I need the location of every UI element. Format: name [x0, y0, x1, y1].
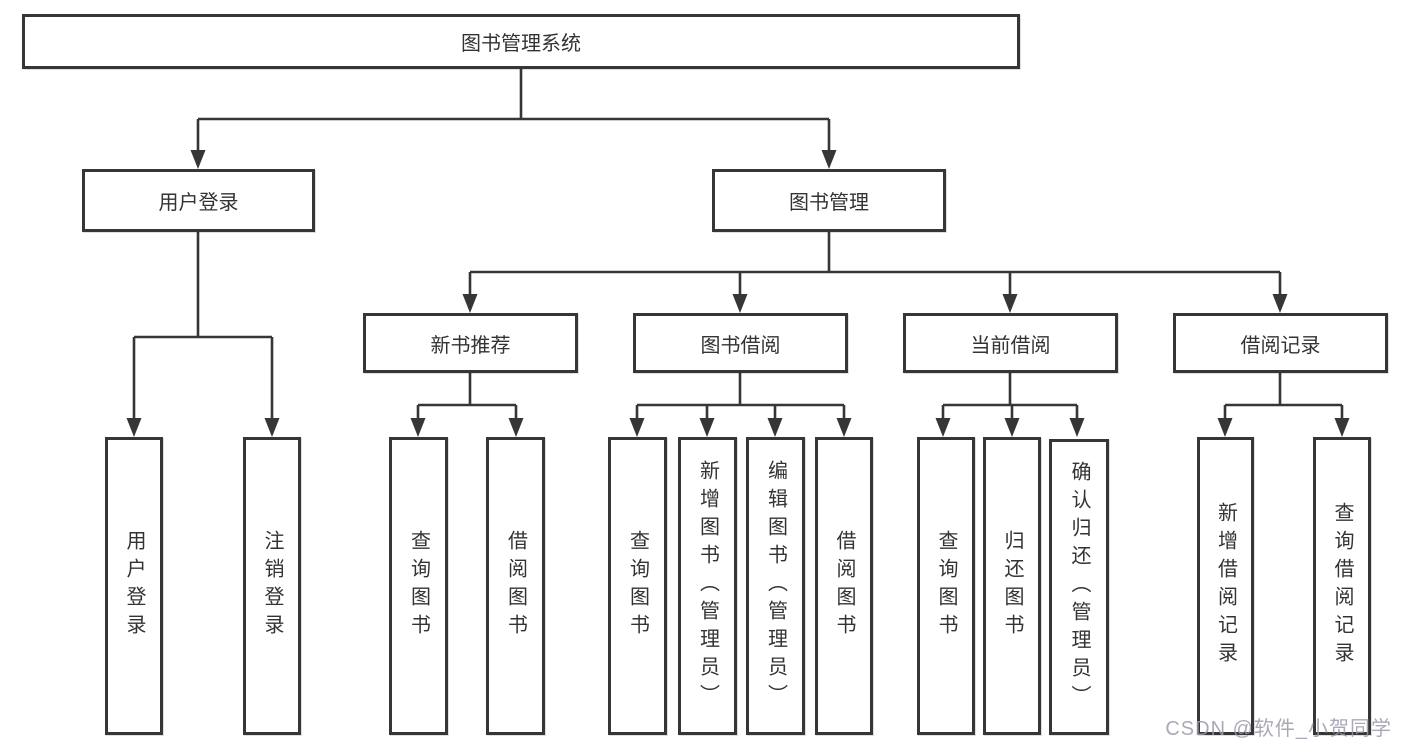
arrow-down-icon [190, 150, 206, 169]
arrow-down-icon [508, 418, 524, 437]
leaf-label: 归还图书 [1001, 530, 1023, 642]
leaf-edit-books-admin: 编辑图书（管理员） [746, 437, 805, 735]
node-borrowing-records: 借阅记录 [1173, 313, 1388, 373]
node-root-title: 图书管理系统 [22, 14, 1020, 69]
leaf-label: 注销登录 [261, 530, 283, 642]
node-user-login: 用户登录 [82, 169, 315, 232]
connector-user-login [132, 232, 274, 421]
arrow-down-icon [1004, 418, 1020, 437]
arrow-down-icon [699, 418, 715, 437]
leaf-borrow-books-recommend: 借阅图书 [486, 437, 545, 735]
arrow-down-icon [836, 418, 852, 437]
arrow-down-icon [264, 418, 280, 437]
arrow-down-icon [1069, 418, 1085, 437]
arrow-down-icon [126, 418, 142, 437]
leaf-query-books-current: 查询图书 [917, 437, 975, 735]
arrow-down-icon [767, 418, 783, 437]
leaf-return-books: 归还图书 [983, 437, 1041, 735]
node-current-borrowing: 当前借阅 [903, 313, 1118, 373]
connector-book-borrowing [635, 373, 846, 421]
arrow-down-icon [1272, 294, 1288, 313]
leaf-query-borrow-record: 查询借阅记录 [1313, 437, 1371, 735]
arrow-down-icon [410, 418, 426, 437]
node-book-management: 图书管理 [712, 169, 946, 232]
leaf-label: 查询图书 [935, 530, 957, 642]
arrowheads [126, 150, 1350, 437]
leaf-label: 查询借阅记录 [1331, 502, 1353, 670]
connector-new-book [416, 373, 518, 421]
arrow-down-icon [935, 418, 951, 437]
leaf-confirm-return-admin: 确认归还（管理员） [1049, 439, 1109, 735]
leaf-label: 新增图书（管理员） [696, 460, 719, 712]
leaf-label: 借阅图书 [833, 530, 855, 642]
leaf-label: 确认归还（管理员） [1068, 461, 1090, 713]
leaf-query-books-borrowing: 查询图书 [608, 437, 667, 735]
connector-root [196, 69, 831, 152]
arrow-down-icon [1334, 418, 1350, 437]
node-book-borrowing: 图书借阅 [633, 313, 848, 373]
leaf-label: 查询图书 [407, 530, 430, 642]
connector-book-management [468, 232, 1282, 296]
arrow-down-icon [1217, 418, 1233, 437]
leaf-query-books-recommend: 查询图书 [389, 437, 448, 735]
leaf-logout: 注销登录 [243, 437, 301, 735]
leaf-label: 借阅图书 [504, 530, 527, 642]
arrow-down-icon [462, 294, 478, 313]
connector-borrowing-records [1223, 373, 1344, 421]
leaf-add-borrow-record: 新增借阅记录 [1197, 437, 1254, 735]
leaf-label: 用户登录 [123, 530, 145, 642]
leaf-user-login: 用户登录 [105, 437, 163, 735]
leaf-label: 编辑图书（管理员） [764, 460, 787, 712]
arrow-down-icon [629, 418, 645, 437]
leaf-label: 查询图书 [626, 530, 649, 642]
arrow-down-icon [1002, 294, 1018, 313]
arrow-down-icon [732, 294, 748, 313]
leaf-borrow-books: 借阅图书 [815, 437, 873, 735]
arrow-down-icon [821, 150, 837, 169]
connector-current-borrowing [941, 373, 1079, 421]
leaf-add-books-admin: 新增图书（管理员） [678, 437, 737, 735]
node-new-book-recommend: 新书推荐 [363, 313, 578, 373]
leaf-label: 新增借阅记录 [1214, 502, 1237, 670]
